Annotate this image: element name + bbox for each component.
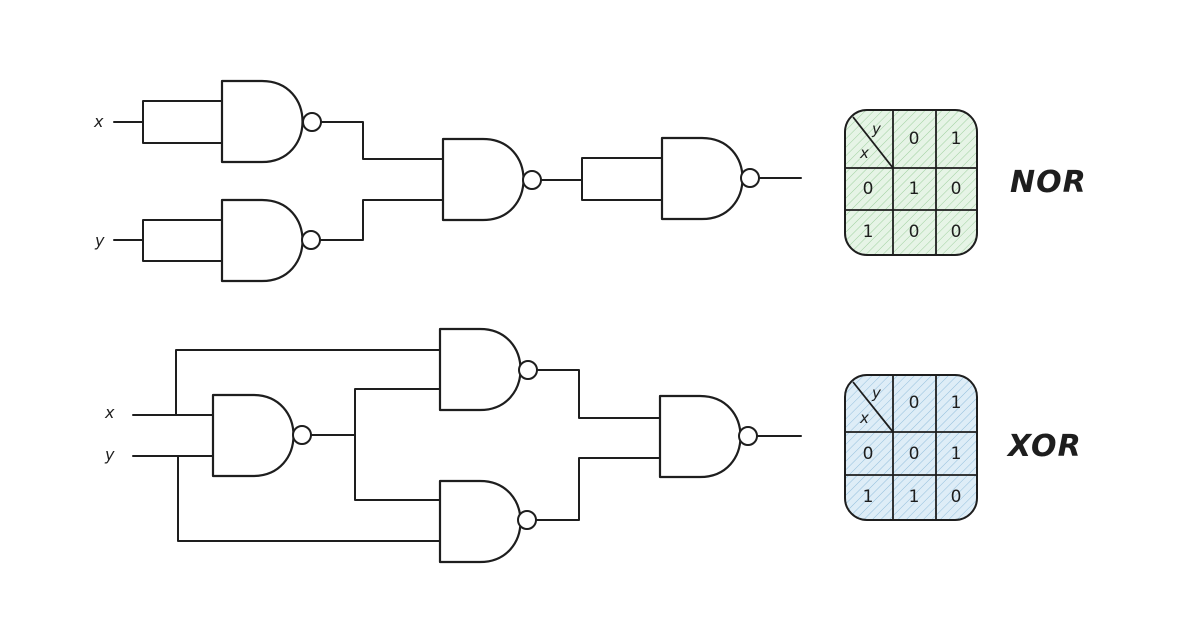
- nor-wire-y: [113, 219, 223, 262]
- nor-col-1: 1: [951, 129, 962, 149]
- nor-wire-x: [113, 100, 223, 144]
- nor-wire-g2-g3: [319, 199, 444, 241]
- xor-cell-1-0: 1: [909, 487, 920, 507]
- nor-circuit: x y: [93, 79, 802, 283]
- nor-grid-diag: [852, 116, 894, 169]
- xor-cell-0-0: 0: [909, 444, 920, 464]
- nand-gate-a-bubble: [292, 425, 312, 445]
- xor-row-0: 0: [863, 444, 874, 464]
- xor-wire-y: [132, 455, 441, 542]
- xor-wire-c-d: [535, 457, 661, 521]
- nand-gate-2-bubble: [301, 230, 321, 250]
- xor-col-header: y: [871, 384, 882, 402]
- xor-row-1: 1: [863, 487, 874, 507]
- nor-row-header: x: [859, 144, 869, 162]
- nor-cell-0-1: 0: [951, 179, 962, 199]
- xor-col-0: 0: [909, 393, 920, 413]
- nor-cell-0-0: 1: [909, 179, 920, 199]
- xor-wire-a-split: [310, 388, 441, 501]
- xor-truth-table: y x 0 1 0 1 0 1 1 0: [844, 374, 978, 521]
- nand-gate-b-bubble: [518, 360, 538, 380]
- nor-input-y-label: y: [94, 231, 105, 250]
- nor-table-box: [844, 109, 978, 256]
- nor-col-header: y: [871, 120, 882, 138]
- nor-truth-table: y x 0 1 0 1 1 0 0 0: [844, 109, 978, 256]
- nor-wire-g1-g3: [320, 121, 444, 160]
- nand-gate-4: [660, 136, 744, 221]
- nor-wire-g3-g4: [540, 157, 663, 201]
- xor-input-y-label: y: [104, 445, 115, 464]
- nand-gate-c-bubble: [517, 510, 537, 530]
- xor-circuit: x y: [104, 327, 802, 564]
- nand-gate-2: [220, 198, 304, 283]
- nor-row-0: 0: [863, 179, 874, 199]
- nand-gate-d: [658, 394, 742, 479]
- nand-gate-a: [211, 393, 295, 478]
- xor-wire-x: [132, 349, 441, 416]
- nor-row-1: 1: [863, 222, 874, 242]
- xor-cell-1-1: 0: [951, 487, 962, 507]
- nand-gate-b: [438, 327, 522, 412]
- nand-gate-3-bubble: [522, 170, 542, 190]
- xor-row-header: x: [859, 409, 869, 427]
- xor-table-box: [844, 374, 978, 521]
- nand-gate-4-bubble: [740, 168, 760, 188]
- xor-wire-b-d: [536, 369, 661, 419]
- xor-col-1: 1: [951, 393, 962, 413]
- nand-gate-1: [220, 79, 304, 164]
- nor-input-x-label: x: [93, 112, 104, 131]
- xor-grid-diag: [852, 381, 894, 433]
- xor-title: XOR: [1006, 429, 1082, 464]
- xor-input-x-label: x: [104, 403, 115, 422]
- xor-cell-0-1: 1: [951, 444, 962, 464]
- nand-gate-3: [441, 137, 525, 222]
- nor-title: NOR: [1010, 165, 1087, 200]
- nor-col-0: 0: [909, 129, 920, 149]
- nor-cell-1-0: 0: [909, 222, 920, 242]
- nand-gate-d-bubble: [738, 426, 758, 446]
- nand-gate-c: [438, 479, 522, 564]
- nand-gate-1-bubble: [302, 112, 322, 132]
- nor-cell-1-1: 0: [951, 222, 962, 242]
